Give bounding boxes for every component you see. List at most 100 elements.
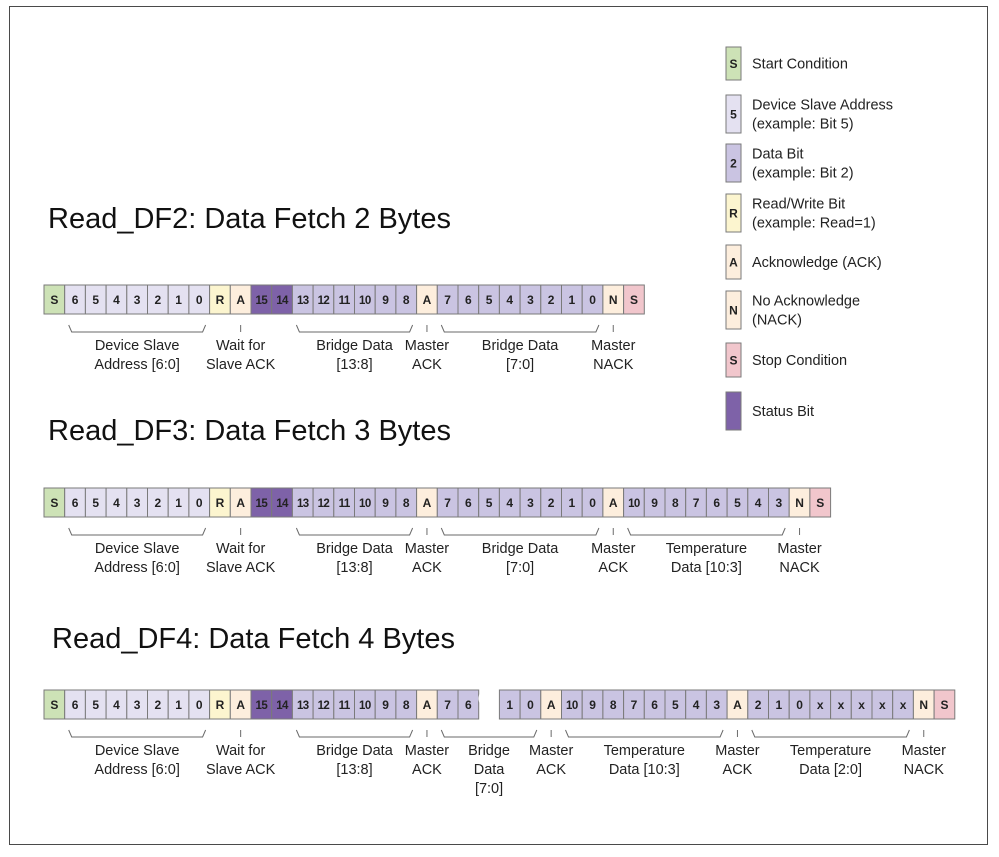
bit-label: S (940, 698, 948, 712)
row-title: Read_DF3: Data Fetch 3 Bytes (48, 415, 451, 447)
legend-symbol: S (729, 57, 737, 71)
legend-text: (example: Read=1) (752, 216, 876, 232)
field-label: Data (474, 762, 506, 778)
field-label: Master (715, 743, 759, 759)
bit-label: 0 (589, 496, 596, 510)
legend-swatch (725, 193, 742, 233)
legend-symbol: N (729, 304, 738, 318)
bit-label: 6 (713, 496, 720, 510)
bit-label: 13 (297, 498, 309, 510)
bit-label: A (423, 293, 432, 307)
field-label: NACK (593, 357, 634, 373)
bit-label: 2 (755, 698, 762, 712)
bit-label: 6 (72, 496, 79, 510)
bit-label: R (216, 293, 225, 307)
row-title: Read_DF4: Data Fetch 4 Bytes (52, 623, 455, 655)
bit-label: 4 (693, 698, 700, 712)
bit-label: x (900, 698, 907, 712)
bit-label: x (838, 698, 845, 712)
field-label: Slave ACK (206, 560, 276, 576)
bit-label: 0 (589, 293, 596, 307)
field-label: ACK (412, 762, 442, 778)
bit-label: 15 (256, 295, 269, 307)
field-label: Bridge (468, 743, 510, 759)
bit-label: 8 (403, 293, 410, 307)
bit-label: 14 (276, 700, 289, 712)
bit-cell-data (457, 689, 480, 720)
field-label: Device Slave (95, 338, 180, 354)
bit-label: 8 (610, 698, 617, 712)
bit-label: R (216, 496, 225, 510)
field-label: Master (591, 338, 635, 354)
legend-text: Status Bit (752, 404, 814, 420)
field-label: Slave ACK (206, 762, 276, 778)
bit-label: 7 (444, 496, 451, 510)
bit-label: 6 (465, 293, 472, 307)
bit-cell-stop (623, 284, 645, 315)
bracket (68, 729, 207, 738)
field-label: NACK (779, 560, 820, 576)
field-label: Master (405, 743, 449, 759)
bit-label: A (547, 698, 556, 712)
bit-label: 3 (134, 496, 141, 510)
bit-label: 1 (569, 293, 576, 307)
bit-label: 0 (196, 293, 203, 307)
legend-text: (NACK) (752, 313, 802, 329)
field-label: [7:0] (506, 357, 534, 373)
bit-label: 3 (527, 293, 534, 307)
bit-label: S (50, 293, 58, 307)
bit-label: 1 (506, 698, 513, 712)
field-label: Address [6:0] (94, 762, 179, 778)
legend-item-ack: NNo Acknowledge(NACK) (725, 290, 860, 330)
bit-label: 0 (796, 698, 803, 712)
bit-label: 11 (339, 498, 351, 510)
field-label: ACK (412, 560, 442, 576)
bit-label: x (817, 698, 824, 712)
bracket (440, 527, 600, 536)
field-label: ACK (598, 560, 628, 576)
bit-label: 9 (382, 698, 389, 712)
field-label: Master (902, 743, 946, 759)
bit-label: 2 (548, 496, 555, 510)
bit-label: 1 (175, 698, 182, 712)
bit-label: 10 (359, 498, 371, 510)
bit-label: 5 (92, 698, 99, 712)
legend-text: Acknowledge (ACK) (752, 255, 882, 271)
bit-label: 6 (465, 698, 472, 712)
field-label: Wait for (216, 743, 266, 759)
bit-label: 5 (734, 496, 741, 510)
legend-text: Start Condition (752, 57, 848, 73)
bit-label: A (423, 698, 432, 712)
bit-label: x (879, 698, 886, 712)
field-label: [7:0] (506, 560, 534, 576)
bit-label: S (50, 496, 58, 510)
legend-text: (example: Bit 5) (752, 117, 854, 133)
field-label: Slave ACK (206, 357, 276, 373)
legend-symbol: 5 (730, 108, 737, 122)
legend-item-status: Status Bit (725, 391, 814, 431)
field-label: Data [10:3] (609, 762, 680, 778)
legend-swatch (725, 391, 742, 431)
field-label: [13:8] (336, 560, 372, 576)
legend-text: Data Bit (752, 147, 804, 163)
field-label: Wait for (216, 338, 266, 354)
bit-label: 8 (403, 496, 410, 510)
field-label: Temperature (666, 541, 747, 557)
legend-text: Stop Condition (752, 353, 847, 369)
field-label: Bridge Data (482, 338, 560, 354)
bit-label: 5 (672, 698, 679, 712)
bit-label: 7 (444, 293, 451, 307)
bit-label: 8 (403, 698, 410, 712)
bracket (295, 324, 414, 333)
field-label: Bridge Data (316, 541, 394, 557)
bit-label: 4 (113, 293, 120, 307)
bit-label: 3 (713, 698, 720, 712)
field-label: Master (529, 743, 573, 759)
field-label: ACK (536, 762, 566, 778)
